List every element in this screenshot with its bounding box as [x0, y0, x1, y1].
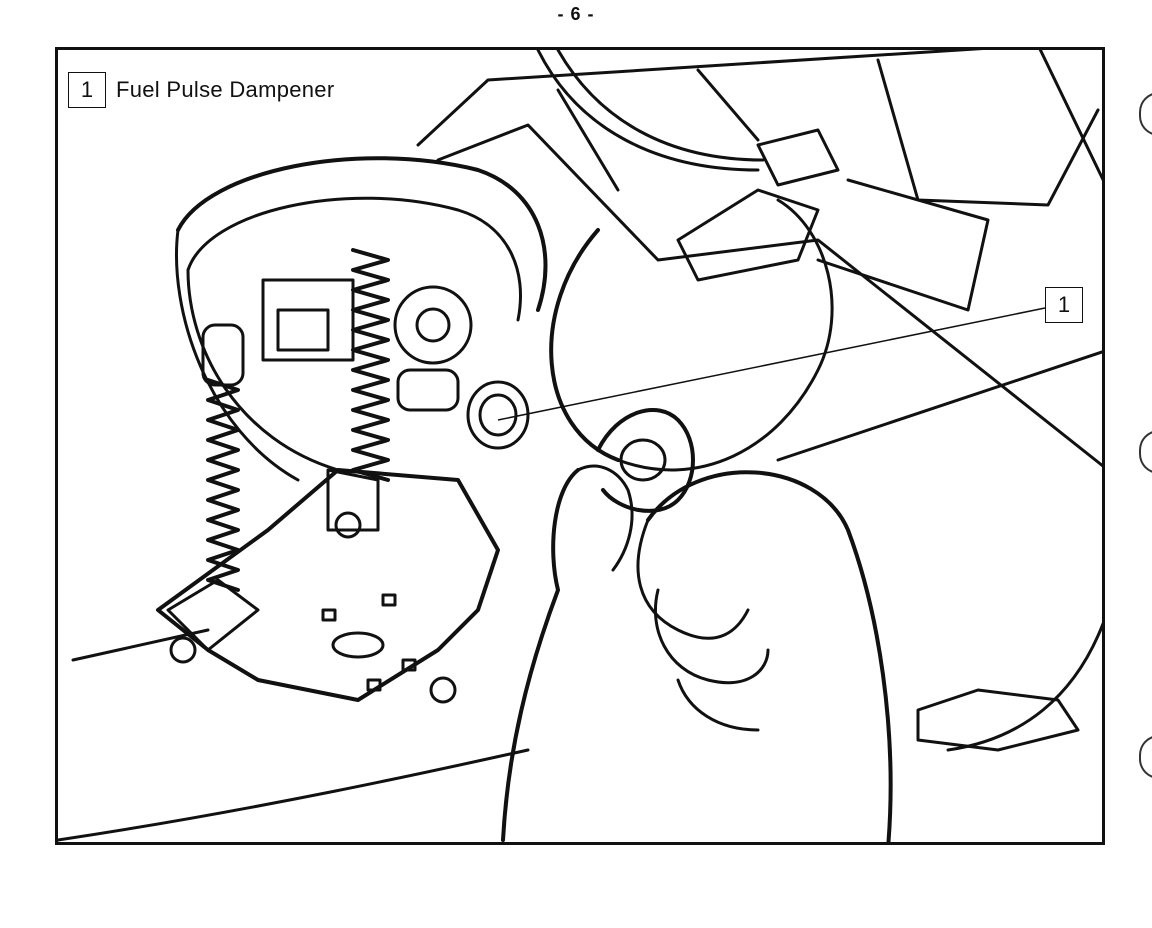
callout-number-box: 1	[1045, 287, 1083, 323]
figure-legend: 1 Fuel Pulse Dampener	[68, 72, 335, 108]
legend-label: Fuel Pulse Dampener	[116, 77, 335, 102]
binder-hole	[1139, 92, 1152, 136]
fuel-pump-illustration	[58, 50, 1102, 842]
legend-number-box: 1	[68, 72, 106, 108]
illustration-frame: 1 Fuel Pulse Dampener 1	[55, 47, 1105, 845]
binder-hole	[1139, 735, 1152, 779]
binder-hole	[1139, 430, 1152, 474]
page-number: - 6 -	[557, 4, 595, 24]
